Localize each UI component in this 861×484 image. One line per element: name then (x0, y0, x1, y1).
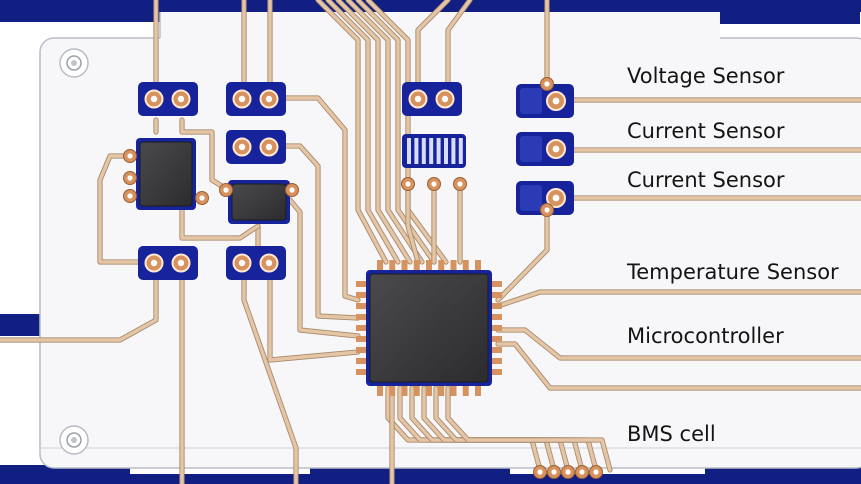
pad-pair-mid (226, 130, 286, 164)
trace-bottom-0 (385, 385, 543, 473)
trace-left-1 (267, 95, 361, 303)
label-voltage-sensor: Voltage Sensor (627, 64, 785, 88)
trace-chip-bottom (179, 207, 261, 241)
trace-fan-0 (315, 0, 389, 265)
trace-down-2 (241, 261, 299, 484)
ic-left-pin-0 (123, 149, 137, 163)
bottom-via-0 (533, 465, 547, 479)
trace-temperature (495, 289, 861, 309)
voltage-via (540, 77, 554, 91)
current-sensor-pad-2 (516, 181, 574, 215)
bottom-via-3 (575, 465, 589, 479)
trace-left-5 (267, 261, 361, 363)
pad-pair-bottom-mid (226, 246, 286, 280)
trace-bottom-2 (409, 385, 571, 473)
label-temperature-sensor: Temperature Sensor (627, 260, 839, 284)
label-current-sensor-2: Current Sensor (627, 168, 785, 192)
bottom-via-2 (561, 465, 575, 479)
pad-pair-bottom-left (138, 246, 198, 280)
trace-fan-1 (325, 0, 401, 265)
trace-microcontroller (495, 327, 861, 361)
mcu-pins (356, 260, 502, 396)
trace-current2-mcu (495, 207, 550, 303)
trace-micro-2 (495, 341, 861, 391)
trace-chip-link (179, 117, 231, 193)
trace-loop-left (97, 153, 153, 265)
trace-bottom-4 (433, 385, 599, 473)
pad-pair-top-mid (226, 82, 286, 116)
ic-small-pin-0 (219, 183, 233, 197)
trace-fan-2 (335, 0, 413, 265)
trace-left-3 (287, 197, 361, 339)
ic-left-pin-1 (123, 171, 137, 185)
trace-fan-5 (365, 0, 449, 265)
bottom-via-4 (589, 465, 603, 479)
trace-bottom-1 (397, 385, 557, 473)
trace-bottom-5 (445, 385, 613, 473)
header-pin-1 (401, 177, 415, 191)
ic-left-pin-3 (195, 191, 209, 205)
label-microcontroller: Microcontroller (627, 324, 784, 348)
header-connector (402, 134, 466, 168)
microcontroller-chip (366, 270, 492, 386)
voltage-sensor-pad (516, 84, 574, 118)
label-bms-cell: BMS cell (627, 422, 716, 446)
trace-header-1 (405, 181, 421, 265)
trace-conn-b (445, 0, 473, 103)
components (123, 77, 603, 479)
current-sensor-pad-1 (516, 132, 574, 166)
mounting-hole-top (59, 48, 89, 78)
trace-conn-a (415, 0, 451, 103)
pad-pair-connector-top (402, 82, 462, 116)
trace-left-2 (267, 143, 361, 321)
ic-chip-left (136, 138, 196, 210)
trace-left-edge (0, 261, 159, 343)
ic-left-pin-2 (123, 189, 137, 203)
ic-small-pin-1 (285, 183, 299, 197)
header-pin-3 (453, 177, 467, 191)
mounting-hole-bottom (59, 425, 89, 455)
pad-pair-top-left (138, 82, 198, 116)
bottom-via-1 (547, 465, 561, 479)
trace-fan-4 (355, 0, 437, 265)
label-current-sensor-1: Current Sensor (627, 119, 785, 143)
current2-via (540, 203, 554, 217)
trace-bottom-3 (421, 385, 585, 473)
trace-fan-3 (345, 0, 425, 265)
header-pin-2 (427, 177, 441, 191)
ic-chip-small (228, 180, 290, 224)
